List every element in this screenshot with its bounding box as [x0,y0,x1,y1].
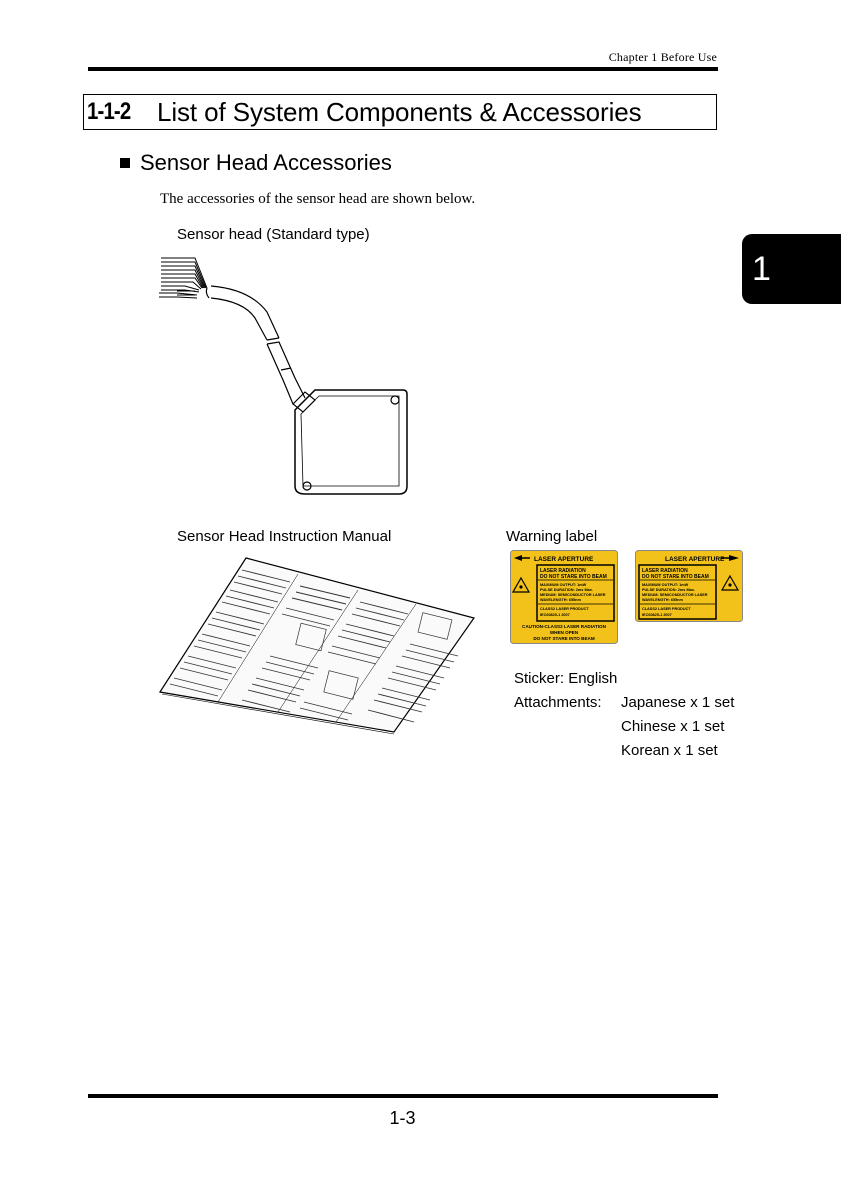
label-small-line: MEDIUM: SEMICONDUCTOR LASER [642,593,708,597]
sensor-head-label: Sensor head (Standard type) [177,226,370,243]
label-line: DO NOT STARE INTO BEAM [540,574,607,580]
sticker-value: English [568,670,618,687]
label-small-line: CLASS2 LASER PRODUCT [540,607,589,611]
chapter-tab: 1 [742,234,841,304]
label-line: LASER RADIATION [642,568,688,574]
label-small-line: IEC60825-1 2007 [642,613,672,617]
label-bottom-line: DO NOT STARE INTO BEAM [533,636,595,641]
arrow-right-icon [729,555,739,561]
label-line: DO NOT STARE INTO BEAM [642,574,709,580]
sticker-row: Sticker: English [514,670,617,687]
subsection-heading: Sensor Head Accessories [120,150,392,176]
label-small-line: MEDIUM: SEMICONDUCTOR LASER [540,593,606,597]
attachments-label: Attachments: [514,694,602,711]
intro-text: The accessories of the sensor head are s… [160,191,476,207]
label-small-line: WAVELENGTH: 655nm [540,598,581,602]
warning-label-right: LASER APERTURE LASER RADIATION DO NOT ST… [635,550,743,622]
attachment-item: Korean x 1 set [621,742,718,759]
attachment-item: Japanese x 1 set [621,694,735,711]
attachment-item: Chinese x 1 set [621,718,725,735]
running-header: Chapter 1 Before Use [608,50,717,64]
section-number: 1-1-2 [87,98,131,125]
label-small-line: CLASS2 LASER PRODUCT [642,607,691,611]
label-small-line: PULSE DURATION: 2ms Max. [540,588,593,592]
aperture-text: LASER APERTURE [665,556,725,563]
laser-warning-icon [720,574,740,591]
instruction-manual-illustration [158,552,476,735]
subsection-title: Sensor Head Accessories [140,150,392,175]
label-bottom-line: WHEN OPEN [550,630,579,635]
sensor-head-illustration [159,257,408,495]
footer-rule [88,1094,718,1098]
label-small-line: MAXIMUM OUTPUT: 1mW [642,583,689,587]
label-small-line: MAXIMUM OUTPUT: 1mW [540,583,587,587]
aperture-text: LASER APERTURE [534,556,594,563]
page-number: 1-3 [389,1108,416,1128]
wire-bundle [159,257,208,299]
manual-label: Sensor Head Instruction Manual [177,528,392,545]
label-small-line: IEC60825-1 2007 [540,613,570,617]
square-bullet-icon [120,158,130,168]
label-line: LASER RADIATION [540,568,586,574]
section-title-box: 1-1-2 List of System Components & Access… [83,94,717,130]
warning-label-heading: Warning label [506,528,598,545]
arrow-left-icon [514,555,522,561]
laser-warning-icon [511,576,531,593]
section-title: List of System Components & Accessories [157,96,642,127]
label-small-line: WAVELENGTH: 655nm [642,598,683,602]
header-rule [88,67,718,71]
warning-label-left: LASER APERTURE LASER RADIATION DO NOT ST… [510,550,618,644]
label-bottom-line: CAUTION-CLASS2 LASER RADIATION [522,624,607,629]
label-small-line: PULSE DURATION: 2ms Max. [642,588,695,592]
sticker-label: Sticker: [514,670,565,687]
